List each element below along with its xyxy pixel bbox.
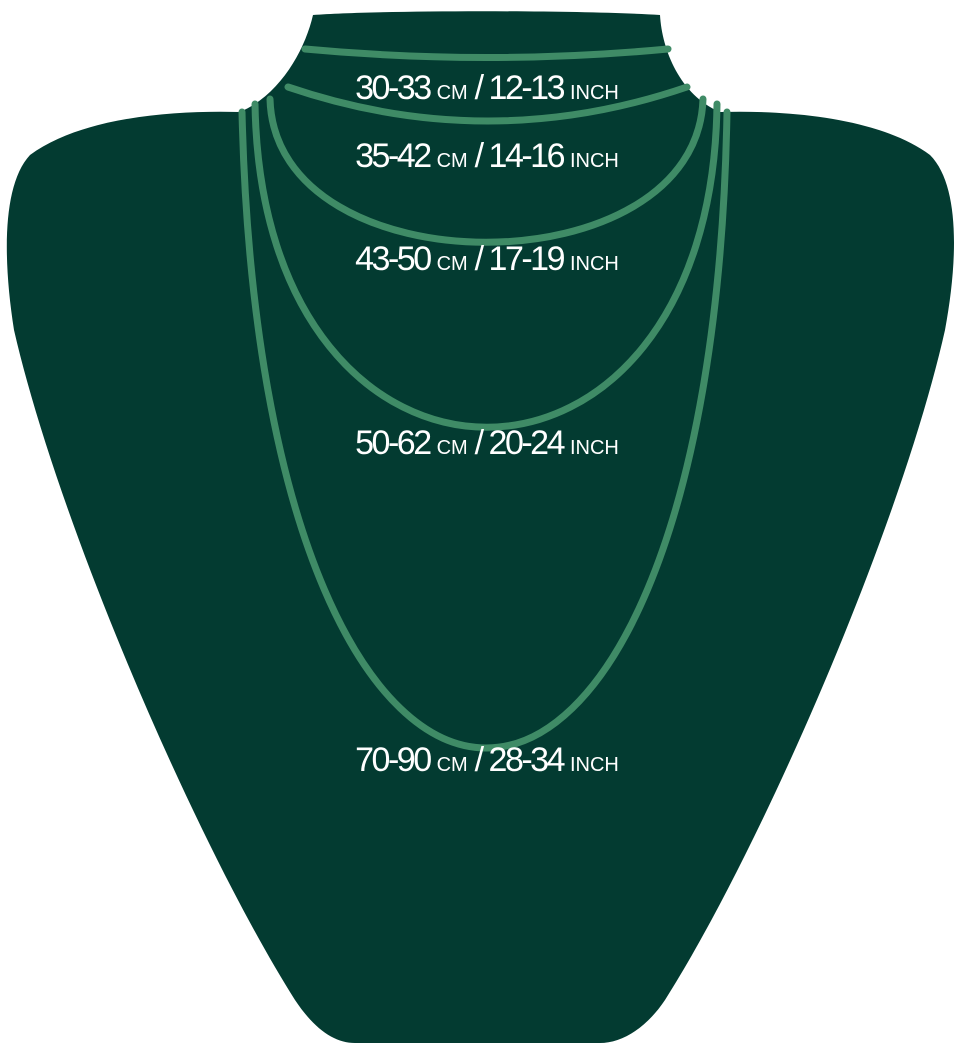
size-inch-unit: INCH <box>570 82 619 104</box>
size-cm-value: 70-90 <box>355 741 431 779</box>
size-cm-unit: CM <box>437 437 468 459</box>
size-inch-unit: INCH <box>570 754 619 776</box>
size-cm-value: 35-42 <box>355 137 431 175</box>
size-inch-value: 14-16 <box>489 137 565 175</box>
size-inch-value: 20-24 <box>489 424 565 462</box>
size-cm-value: 50-62 <box>355 424 431 462</box>
size-inch-value: 12-13 <box>489 69 565 107</box>
size-inch-unit: INCH <box>570 437 619 459</box>
size-cm-value: 43-50 <box>355 240 431 278</box>
size-cm-unit: CM <box>437 82 468 104</box>
size-separator: / <box>475 741 485 779</box>
size-separator: / <box>475 424 485 462</box>
size-separator: / <box>475 137 485 175</box>
size-inch-value: 17-19 <box>489 240 565 278</box>
size-inch-value: 28-34 <box>489 741 565 779</box>
size-inch-unit: INCH <box>570 253 619 275</box>
size-cm-value: 30-33 <box>355 69 431 107</box>
size-cm-unit: CM <box>437 754 468 776</box>
size-cm-unit: CM <box>437 150 468 172</box>
size-separator: / <box>475 69 485 107</box>
size-inch-unit: INCH <box>570 150 619 172</box>
size-cm-unit: CM <box>437 253 468 275</box>
size-separator: / <box>475 240 485 278</box>
